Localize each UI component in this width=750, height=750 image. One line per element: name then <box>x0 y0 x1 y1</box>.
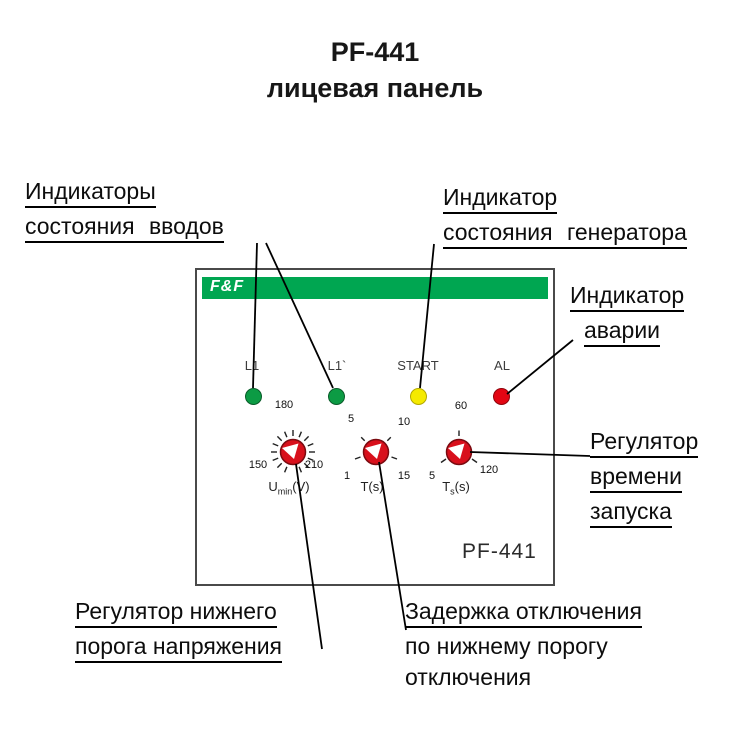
annotation-start-time-regulator: Регулятор времени запуска <box>590 428 699 533</box>
brand-logo: F&F <box>210 278 245 295</box>
annotation-line: Индикаторы <box>25 178 156 208</box>
annotation-line: Индикатор <box>443 184 558 214</box>
title-model: PF-441 <box>330 37 420 67</box>
annotation-shutdown-delay: Задержка отключения по нижнему порогу от… <box>405 598 642 695</box>
umin-scale-top: 180 <box>274 399 294 411</box>
knob-pointer-icon <box>448 443 465 459</box>
t-knob-label: T(s) <box>360 479 384 494</box>
ts-scale-lower-left: 5 <box>428 470 436 482</box>
annotation-line: Задержка отключения <box>405 598 642 628</box>
t-scale-upper-left: 5 <box>347 413 355 425</box>
led-label-l1: L1 <box>244 358 260 373</box>
t-scale-lower-right: 15 <box>397 470 411 482</box>
umin-knob-ticks <box>271 430 315 473</box>
annotation-inputs-indicator: Индикаторы состояния вводов <box>25 178 224 248</box>
led-l1-icon <box>245 388 262 405</box>
led-l1p-icon <box>328 388 345 405</box>
led-start-icon <box>410 388 427 405</box>
led-label-start: START <box>397 358 439 373</box>
t-knob-icon <box>354 436 398 466</box>
panel-model-text: PF-441 <box>462 540 537 563</box>
ts-scale-top: 60 <box>454 400 468 412</box>
annotation-line: по нижнему порогу <box>405 633 608 659</box>
knob-pointer-icon <box>365 443 382 459</box>
diagram-title: PF-441 лицевая панель <box>0 34 750 106</box>
title-subtitle: лицевая панель <box>266 73 484 103</box>
ts-knob-icon <box>440 430 478 466</box>
ts-knob-ticks <box>440 430 478 464</box>
annotation-line: аварии <box>584 317 661 347</box>
umin-scale-right: 210 <box>304 459 324 471</box>
annotation-line: Регулятор нижнего <box>75 598 277 628</box>
annotation-line: Индикатор <box>570 282 685 312</box>
t-scale-lower-left: 1 <box>343 470 351 482</box>
annotation-line: порога напряжения <box>75 633 283 663</box>
annotation-generator-indicator: Индикатор состояния генератора <box>443 184 687 254</box>
annotation-line: состояния вводов <box>25 213 224 243</box>
annotation-line: отключения <box>405 664 532 690</box>
annotation-line: состояния генератора <box>443 219 687 249</box>
umin-scale-left: 150 <box>248 459 268 471</box>
t-knob-ticks <box>354 436 398 460</box>
led-label-l1p: L1` <box>327 358 347 373</box>
annotation-line: времени <box>590 463 682 493</box>
ts-scale-lower-right: 120 <box>479 464 499 476</box>
annotation-voltage-threshold-regulator: Регулятор нижнего порога напряжения <box>75 598 283 668</box>
ts-knob-label: Ts(s) <box>442 479 470 497</box>
t-scale-upper-right: 10 <box>397 416 411 428</box>
knob-pointer-icon <box>282 443 299 459</box>
brand-bar: F&F <box>202 277 548 299</box>
led-al-icon <box>493 388 510 405</box>
annotation-alarm-indicator: Индикатор аварии <box>570 282 685 352</box>
umin-knob-label: Umin(V) <box>268 479 310 497</box>
annotation-line: запуска <box>590 498 672 528</box>
annotation-line: Регулятор <box>590 428 699 458</box>
led-label-al: AL <box>494 358 510 373</box>
umin-knob-icon <box>271 430 315 473</box>
